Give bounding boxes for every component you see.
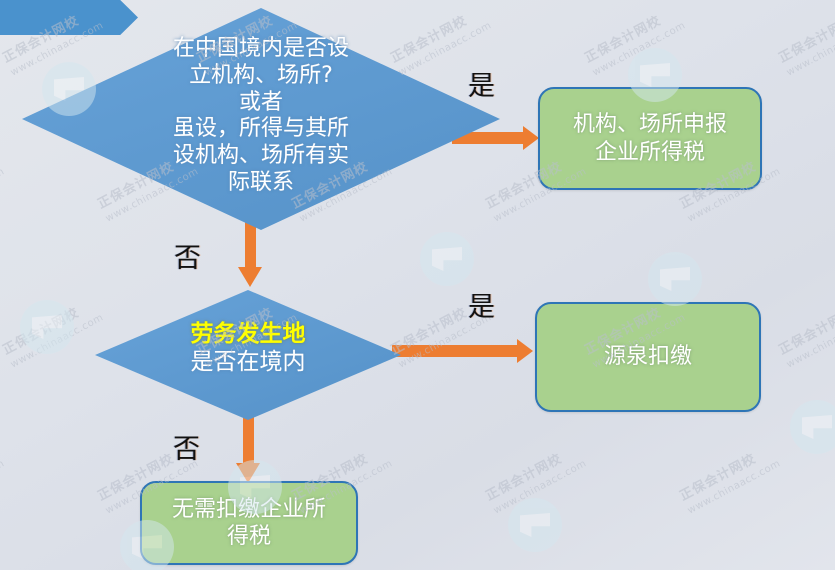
result-node-withholding[interactable]: 源泉扣缴 <box>535 302 761 412</box>
watermark-brand: 正保会计网校 <box>776 13 835 67</box>
result-bottom-label: 无需扣缴企业所 得税 <box>160 496 338 551</box>
chinaacc-logo-icon <box>420 232 474 286</box>
arrow-down-mid-no-icon <box>236 414 260 483</box>
arrow-down-top-no-icon <box>238 222 262 287</box>
watermark-url: www.chinaacc.com <box>590 19 688 79</box>
decision-mid-highlight: 劳务发生地 <box>190 321 306 347</box>
chinaacc-logo-icon <box>648 252 702 306</box>
result-node-declare-tax[interactable]: 机构、场所申报 企业所得税 <box>538 87 762 190</box>
watermark-brand: 正保会计网校 <box>582 13 664 67</box>
watermark-url: www.chinaacc.com <box>0 165 7 225</box>
watermark-brand: 正保会计网校 <box>677 451 759 505</box>
watermark-brand: 正保会计网校 <box>776 305 835 359</box>
branch-label-mid-yes: 是 <box>468 292 495 323</box>
decision-top-line-2: 立机构、场所? <box>189 62 333 88</box>
result-bottom-line-2: 得税 <box>226 524 271 549</box>
decision-node-establishment[interactable]: 在中国境内是否设 立机构、场所? 或者 虽设，所得与其所 设机构、场所有实 际联… <box>22 8 500 230</box>
watermark-brand: 正保会计网校 <box>483 451 565 505</box>
decision-top-label: 在中国境内是否设 立机构、场所? 或者 虽设，所得与其所 设机构、场所有实 际联… <box>141 36 381 197</box>
watermark-url: www.chinaacc.com <box>491 457 589 517</box>
watermark-brand: 正保会计网校 <box>0 149 1 213</box>
decision-top-line-4: 虽设，所得与其所 <box>172 116 349 142</box>
decision-top-line-6: 际联系 <box>227 170 294 196</box>
decision-mid-label: 劳务发生地 是否在境内 <box>143 320 353 376</box>
chinaacc-logo-icon <box>508 498 562 552</box>
chinaacc-logo-icon <box>20 300 74 354</box>
watermark-brand: 正保会计网校 <box>0 441 1 505</box>
watermark-url: www.chinaacc.com <box>0 457 7 517</box>
branch-label-top-no: 否 <box>174 243 201 274</box>
branch-label-top-yes: 是 <box>468 71 495 102</box>
result-top-line-2: 企业所得税 <box>594 139 705 165</box>
watermark-url: www.chinaacc.com <box>784 311 835 371</box>
result-node-no-withholding[interactable]: 无需扣缴企业所 得税 <box>140 481 358 565</box>
result-mid-label: 源泉扣缴 <box>592 343 704 371</box>
branch-label-mid-no: 否 <box>173 434 200 465</box>
arrow-right-mid-yes-icon <box>392 339 533 363</box>
decision-top-line-3: 或者 <box>238 89 283 115</box>
result-bottom-line-1: 无需扣缴企业所 <box>171 496 326 522</box>
watermark-url: www.chinaacc.com <box>685 457 783 517</box>
result-mid-line-1: 源泉扣缴 <box>603 344 692 370</box>
result-top-label: 机构、场所申报 企业所得税 <box>561 111 739 166</box>
chinaacc-logo-icon <box>790 400 835 454</box>
watermark-brand: 正保会计网校 <box>0 305 82 359</box>
watermark-url: www.chinaacc.com <box>784 19 835 79</box>
decorative-ribbon <box>0 0 138 35</box>
decision-top-line-1: 在中国境内是否设 <box>172 36 349 61</box>
decision-mid-rest: 是否在境内 <box>190 349 306 376</box>
result-top-line-1: 机构、场所申报 <box>572 112 727 137</box>
arrow-right-top-yes-icon <box>452 126 539 150</box>
decision-top-line-5: 设机构、场所有实 <box>172 143 349 169</box>
watermark-url: www.chinaacc.com <box>8 311 106 371</box>
decision-node-service-location[interactable]: 劳务发生地 是否在境内 <box>95 290 401 420</box>
